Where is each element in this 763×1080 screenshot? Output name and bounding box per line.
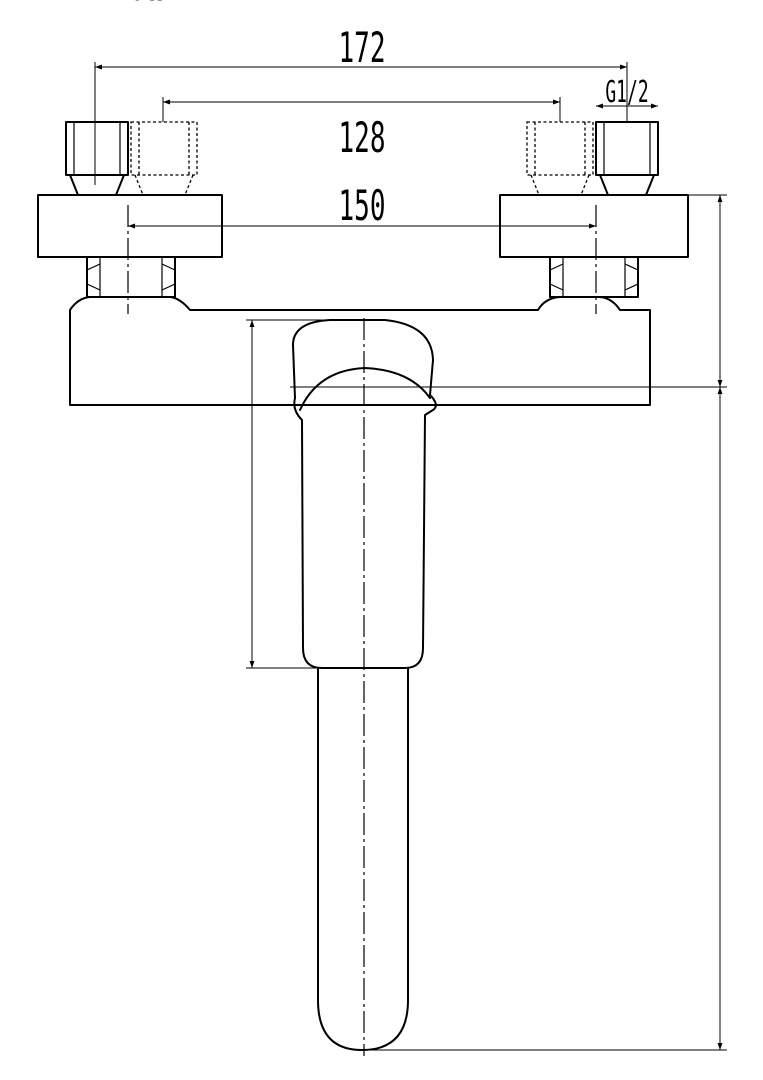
right-inlet-nut	[595, 121, 659, 176]
dim-128: 128	[162, 97, 561, 163]
dim-172-label: 172	[338, 25, 385, 73]
left-inlet-nut	[65, 121, 129, 176]
dim-63-label: 63	[129, 0, 160, 11]
mixer-body	[69, 296, 651, 406]
dim-214-label: 214	[121, 0, 168, 11]
right-inlet-alt-nut	[526, 121, 594, 176]
dim-214: 214	[121, 0, 727, 1051]
dim-128-label: 128	[338, 115, 385, 163]
dim-150-label: 150	[338, 183, 385, 231]
right-inlet	[499, 121, 689, 298]
dim-172: 172	[94, 25, 628, 185]
dim-113: 113	[121, 0, 340, 669]
dim-150: 150	[128, 183, 596, 231]
spout	[317, 667, 409, 1051]
left-inlet-alt-nut	[130, 121, 198, 176]
handle-inner-cap	[299, 367, 431, 411]
dim-thread-label: G1/2	[605, 74, 648, 109]
mixer-handle	[292, 319, 437, 669]
dim-113-label: 113	[121, 0, 168, 11]
dim-63: 63	[129, 0, 727, 388]
left-inlet	[37, 121, 223, 298]
dim-thread: G1/2	[596, 74, 658, 109]
